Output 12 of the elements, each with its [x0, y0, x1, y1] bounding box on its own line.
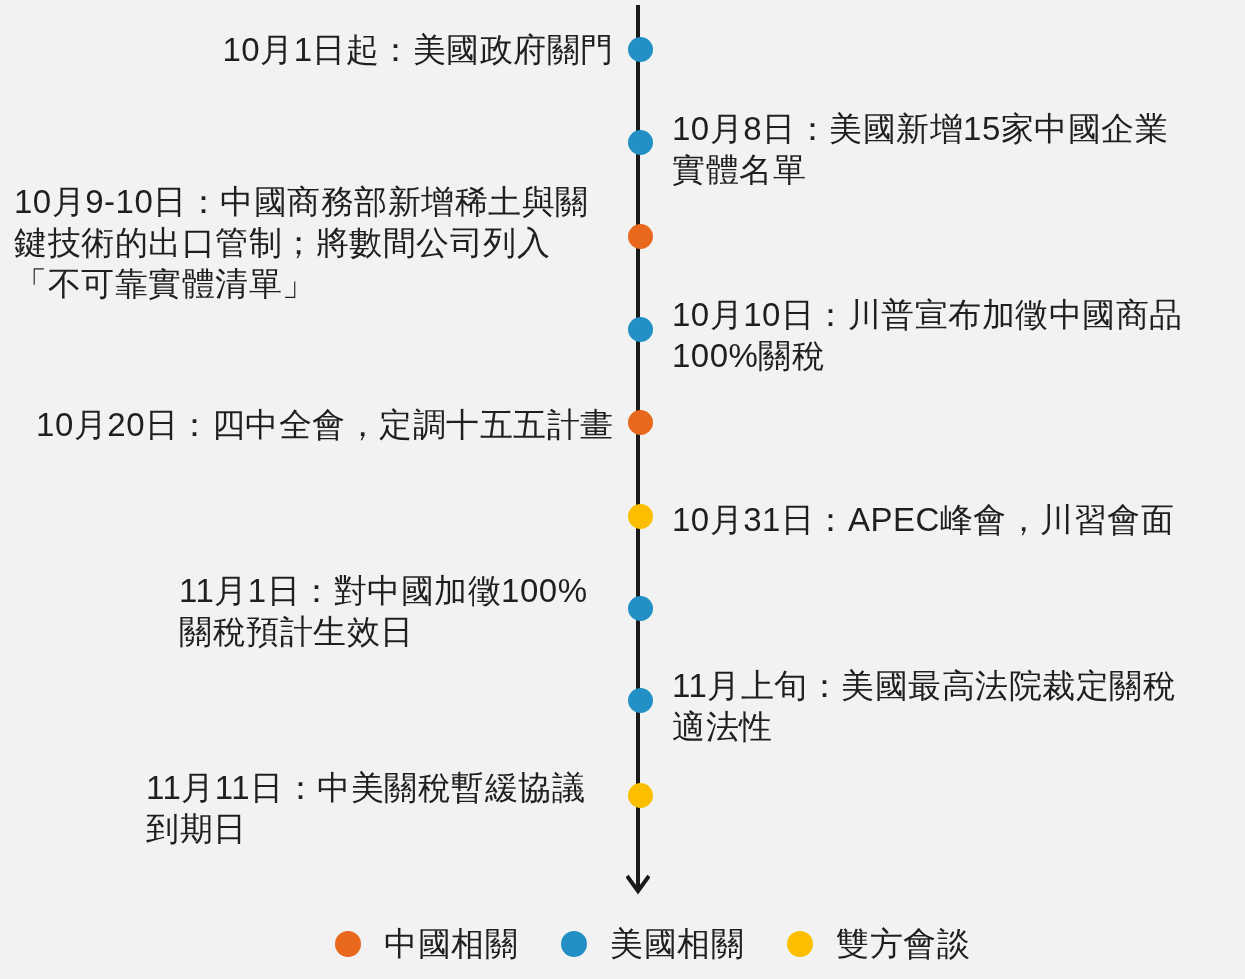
- event-label: 11月上旬：美國最高法院裁定關稅適法性: [672, 666, 1178, 747]
- event-label: 10月8日：美國新增15家中國企業實體名單: [672, 109, 1170, 190]
- event-label: 10月9-10日：中國商務部新增稀土與關鍵技術的出口管制；將數間公司列入「不可靠實體清單」: [14, 182, 590, 304]
- event-label: 10月31日：APEC峰會，川習會面: [672, 500, 1175, 540]
- event-label: 11月11日：中美關稅暫緩協議到期日: [146, 768, 586, 849]
- event-label: 10月20日：四中全會，定調十五五計畫: [36, 405, 614, 445]
- event-label: 10月1日起：美國政府關門: [222, 30, 614, 70]
- legend-label: 美國相關: [610, 924, 744, 964]
- event-label: 11月1日：對中國加徵100%關稅預計生效日: [179, 571, 589, 652]
- legend-label: 中國相關: [384, 924, 518, 964]
- event-label: 10月10日：川普宣布加徵中國商品100%關稅: [672, 295, 1184, 376]
- legend-label: 雙方會談: [836, 924, 970, 964]
